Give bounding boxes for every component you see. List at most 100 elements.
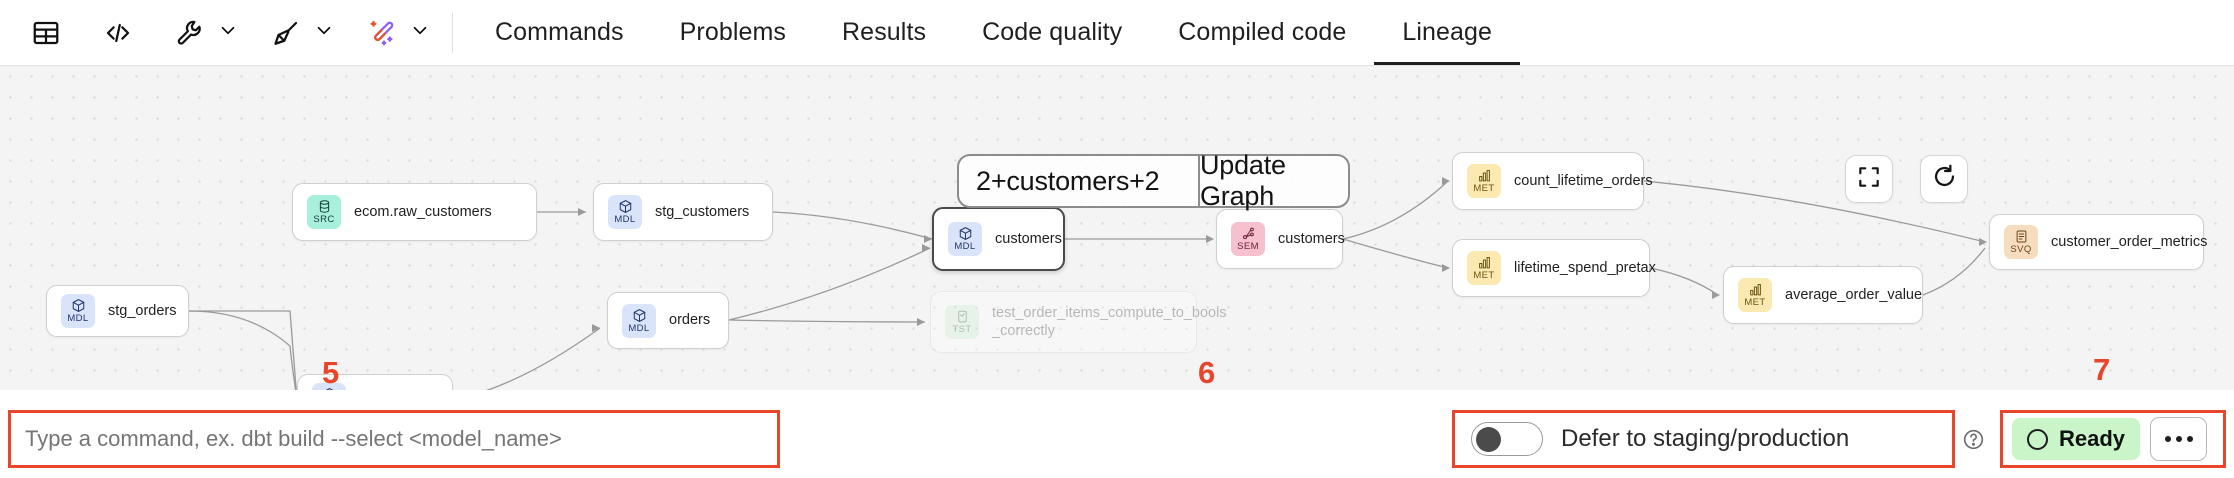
lineage-node-customer_order_metrics[interactable]: SVQ customer_order_metrics: [1989, 214, 2208, 270]
node-label: orders: [669, 312, 711, 329]
tab-bar: Commands Problems Results Code quality Compi…: [467, 0, 1520, 65]
node-label: test_order_items_compute_to_bools _corre…: [992, 304, 1227, 339]
toggle-knob: [1476, 426, 1501, 452]
badge-text: MDL: [628, 322, 650, 334]
mdl-type-icon: [958, 226, 973, 241]
lineage-node-customers_sem[interactable]: SEM customers: [1216, 209, 1345, 269]
dot-icon: [2175, 436, 2182, 442]
status-circle-icon: [2027, 428, 2048, 450]
more-options-button[interactable]: [2150, 417, 2208, 461]
wrench-icon: [175, 18, 205, 48]
fit-to-screen-button[interactable]: [1845, 155, 1893, 203]
met-type-icon: [1477, 255, 1492, 270]
update-graph-button[interactable]: Update Graph: [1200, 150, 1286, 211]
graph-selector-text[interactable]: 2+customers+2: [976, 165, 1160, 196]
badge-text: SEM: [1237, 241, 1259, 253]
node-label: count_lifetime_orders: [1514, 172, 1653, 189]
tab-results[interactable]: Results: [842, 18, 927, 46]
lineage-node-count_lifetime_orders[interactable]: MET count_lifetime_orders: [1452, 152, 1653, 210]
ai-assist-button[interactable]: [358, 9, 406, 57]
toolbar-divider: [452, 12, 453, 53]
tst-badge: TST: [945, 305, 979, 339]
refresh-icon: [1931, 163, 1958, 195]
tab-compiled-code[interactable]: Compiled code: [1178, 18, 1347, 46]
build-dropdown-chevron[interactable]: [214, 19, 242, 46]
lineage-canvas[interactable]: MDLstg_ordersSRCecom.raw_customersMDLord…: [0, 66, 2234, 390]
build-button[interactable]: [166, 9, 214, 57]
tab-problems[interactable]: Problems: [679, 18, 787, 46]
met-badge: MET: [1738, 278, 1772, 312]
annotation-number-7: 7: [2093, 352, 2111, 387]
table-view-button[interactable]: [22, 9, 70, 57]
ai-assist-dropdown-chevron[interactable]: [406, 19, 434, 46]
mdl-badge: MDL: [61, 294, 95, 328]
node-label: customer_order_metrics: [2051, 233, 2208, 250]
lineage-node-ecom_raw_customers[interactable]: SRC ecom.raw_customers: [292, 183, 537, 241]
refresh-graph-button[interactable]: [1920, 155, 1968, 203]
tab-lineage[interactable]: Lineage: [1374, 0, 1520, 65]
met-type-icon: [1748, 282, 1763, 297]
dot-icon: [2186, 436, 2193, 442]
tab-code-quality[interactable]: Code quality: [982, 18, 1123, 46]
mdl-type-icon: [71, 298, 86, 313]
badge-text: MET: [1744, 297, 1766, 309]
chevron-down-icon: [313, 19, 335, 46]
met-type-icon: [1477, 168, 1492, 183]
lineage-node-orders[interactable]: MDL orders: [607, 292, 729, 349]
src-badge: SRC: [307, 195, 341, 229]
met-badge: MET: [1467, 164, 1501, 198]
code-icon: [103, 18, 133, 48]
badge-text: MDL: [67, 313, 89, 325]
annotation-number-6: 6: [1198, 355, 1216, 390]
broom-icon: [271, 18, 301, 48]
tst-type-icon: [955, 309, 970, 324]
dot-icon: [2164, 436, 2171, 442]
command-input-highlight: [8, 410, 780, 468]
lineage-node-lifetime_spend_pretax[interactable]: MET lifetime_spend_pretax: [1452, 239, 1656, 297]
node-label: customers: [1278, 230, 1345, 247]
format-button[interactable]: [262, 9, 310, 57]
defer-label: Defer to staging/production: [1561, 425, 1850, 452]
badge-text: MDL: [954, 241, 976, 253]
format-dropdown-chevron[interactable]: [310, 19, 338, 46]
node-label: customers: [995, 230, 1062, 247]
graph-selector-overlay: 2+customers+2 Update Graph: [957, 150, 1350, 211]
node-label: ecom.raw_customers: [354, 203, 492, 220]
svq-badge: SVQ: [2004, 225, 2038, 259]
met-badge: MET: [1467, 251, 1501, 285]
node-label: lifetime_spend_pretax: [1514, 259, 1656, 276]
svq-type-icon: [2014, 229, 2029, 244]
status-badge[interactable]: Ready: [2012, 418, 2141, 460]
node-label: average_order_value: [1785, 286, 1923, 303]
defer-toggle[interactable]: [1471, 422, 1543, 456]
mdl-badge: MDL: [948, 222, 982, 256]
node-label: stg_customers: [655, 203, 750, 220]
code-view-button[interactable]: [94, 9, 142, 57]
status-label: Ready: [2059, 426, 2126, 451]
mdl-badge: MDL: [622, 303, 656, 338]
mdl-type-icon: [632, 308, 647, 323]
question-mark-icon: [1962, 429, 1985, 455]
table-icon: [31, 18, 61, 48]
lineage-node-customers_mdl[interactable]: MDL customers: [932, 207, 1065, 271]
tab-commands[interactable]: Commands: [495, 18, 624, 46]
command-input[interactable]: [11, 413, 777, 465]
sem-badge: SEM: [1231, 222, 1265, 256]
badge-text: TST: [952, 324, 972, 336]
annotation-number-5: 5: [322, 355, 340, 390]
lineage-node-test_order_items[interactable]: TST test_order_items_compute_to_bools _co…: [930, 291, 1227, 353]
chevron-down-icon: [409, 19, 431, 46]
help-button[interactable]: [1962, 428, 1985, 456]
mdl-type-icon: [618, 199, 633, 214]
badge-text: SRC: [313, 214, 335, 226]
chevron-down-icon: [217, 19, 239, 46]
toolbar-icon-group: [0, 0, 467, 65]
lineage-node-average_order_value[interactable]: MET average_order_value: [1723, 266, 1923, 324]
top-toolbar: Commands Problems Results Code quality Compi…: [0, 0, 2234, 66]
sem-type-icon: [1241, 226, 1256, 241]
expand-icon: [1856, 164, 1882, 195]
badge-text: SVQ: [2010, 244, 2032, 256]
